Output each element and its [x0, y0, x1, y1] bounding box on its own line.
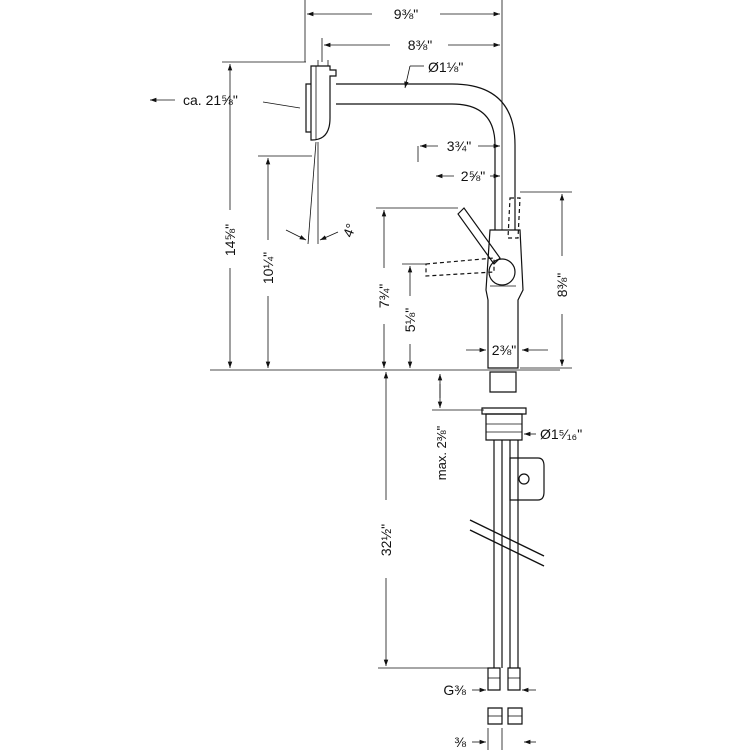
total-height-label: 14⅝": [222, 224, 238, 256]
overall-width-label: 9⅜": [394, 6, 418, 22]
pullout-length-label: ca. 21⅝": [183, 92, 238, 108]
lever-height-label: 7¾": [376, 284, 392, 308]
dimension-labels: 9⅜" 8⅜" Ø1⅛" ca. 21⅝" 3¾" 2⅝" 4° 14⅝" 10…: [183, 6, 582, 750]
lever-reach-label: 3¾": [447, 138, 471, 154]
spray-angle-label: 4°: [339, 221, 359, 239]
faucet-body-outline: [210, 60, 560, 725]
hose-length-label: 32½": [378, 524, 394, 556]
spout-reach-label: 8⅜": [408, 37, 432, 53]
body-height-label: 8⅜": [554, 273, 570, 297]
spout-diameter-label: Ø1⅛": [428, 59, 463, 75]
max-deck-thickness-label: max. 2⅜": [434, 425, 449, 480]
connection-thread-label: G⅜: [443, 682, 466, 698]
lever-offset-label: 2⅝": [461, 168, 485, 184]
dimension-lines: [150, 0, 572, 750]
hole-diameter-label: Ø1⁵⁄₁₆": [540, 426, 582, 442]
connection-size-label: ⅜: [454, 734, 466, 750]
base-diameter-label: 2⅜": [492, 342, 516, 358]
outlet-height-label: 10¼": [260, 252, 276, 284]
lever-low-height-label: 5⅛": [402, 308, 418, 332]
